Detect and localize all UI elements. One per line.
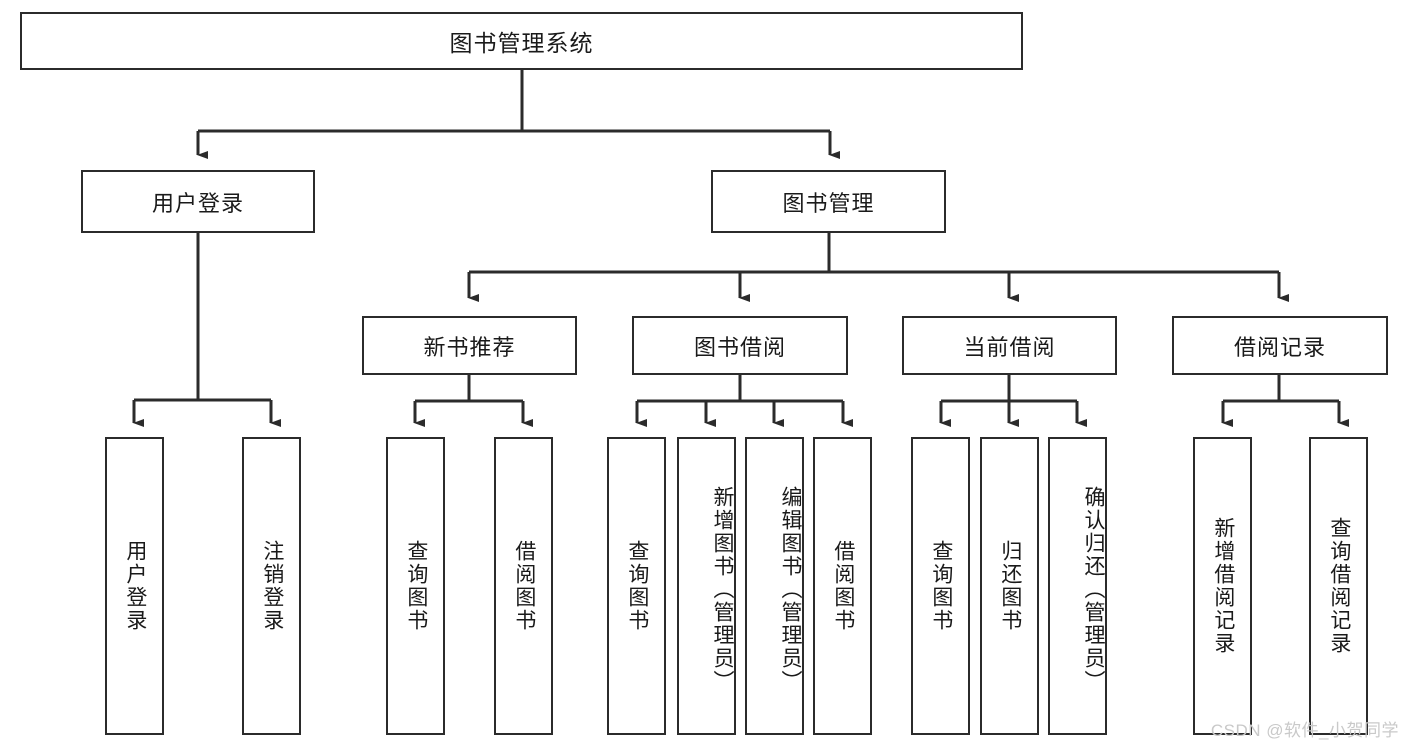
watermark: CSDN @软件_小贺同学 (1210, 721, 1399, 740)
node-label: 查询图书 (404, 540, 428, 632)
leaf-return-book[interactable]: 归还图书 (980, 437, 1039, 735)
leaf-user-login[interactable]: 用户登录 (105, 437, 164, 735)
node-label: 用户登录 (123, 540, 147, 632)
node-label: 图书借阅 (693, 334, 786, 360)
leaf-query-book-borrow[interactable]: 查询图书 (607, 437, 666, 735)
node-label: 用户登录 (151, 190, 244, 216)
node-label: 新书推荐 (423, 334, 516, 360)
node-new-book-recommend[interactable]: 新书推荐 (362, 316, 577, 375)
node-label: 查询借阅记录 (1327, 517, 1351, 655)
node-label: 编辑图书（管理员） (779, 485, 802, 693)
leaf-query-book-new[interactable]: 查询图书 (386, 437, 445, 735)
leaf-add-book-admin[interactable]: 新增图书（管理员） (677, 437, 736, 735)
leaf-query-book-current[interactable]: 查询图书 (911, 437, 970, 735)
node-book-borrow[interactable]: 图书借阅 (632, 316, 848, 375)
node-root-book-management-system[interactable]: 图书管理系统 (20, 12, 1023, 70)
node-label: 归还图书 (998, 540, 1022, 632)
node-borrow-record[interactable]: 借阅记录 (1172, 316, 1388, 375)
node-label: 借阅记录 (1233, 334, 1326, 360)
node-label: 图书管理 (782, 190, 875, 216)
leaf-edit-book-admin[interactable]: 编辑图书（管理员） (745, 437, 804, 735)
node-label: 借阅图书 (512, 540, 536, 632)
leaf-borrow-book-new[interactable]: 借阅图书 (494, 437, 553, 735)
leaf-query-borrow-record[interactable]: 查询借阅记录 (1309, 437, 1368, 735)
node-book-manage[interactable]: 图书管理 (711, 170, 946, 233)
leaf-borrow-book-borrow[interactable]: 借阅图书 (813, 437, 872, 735)
node-label: 确认归还（管理员） (1082, 485, 1105, 693)
node-user-login[interactable]: 用户登录 (81, 170, 315, 233)
node-label: 当前借阅 (963, 334, 1056, 360)
node-label: 图书管理系统 (449, 30, 594, 56)
leaf-logout-login[interactable]: 注销登录 (242, 437, 301, 735)
node-label: 查询图书 (625, 540, 649, 632)
node-label: 查询图书 (929, 540, 953, 632)
node-label: 借阅图书 (831, 540, 855, 632)
node-label: 新增借阅记录 (1211, 517, 1235, 655)
node-label: 注销登录 (260, 540, 284, 632)
leaf-confirm-return-admin[interactable]: 确认归还（管理员） (1048, 437, 1107, 735)
node-label: 新增图书（管理员） (711, 485, 734, 693)
node-current-borrow[interactable]: 当前借阅 (902, 316, 1117, 375)
leaf-add-borrow-record[interactable]: 新增借阅记录 (1193, 437, 1252, 735)
